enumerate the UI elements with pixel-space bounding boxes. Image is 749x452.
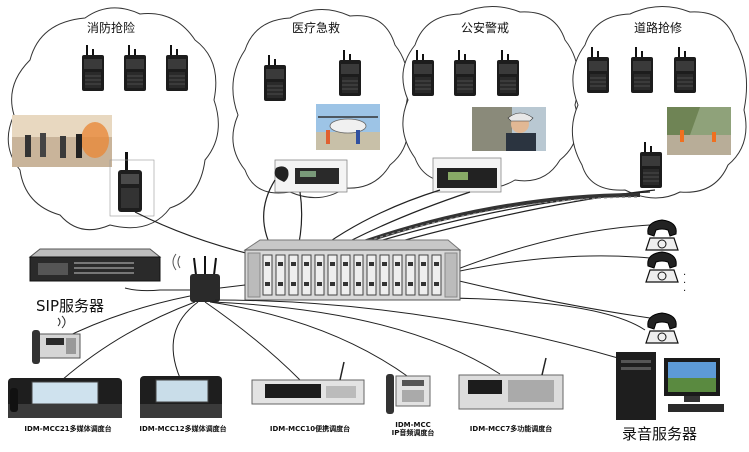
console-mcc21-label: IDM-MCC21多媒体调度台	[24, 425, 112, 433]
console-mcc21-icon	[8, 378, 122, 418]
network-cables	[59, 284, 626, 381]
cloud-medical-rescue	[232, 8, 409, 199]
recording-server-label: 录音服务器	[622, 425, 698, 443]
mobile-radio-police-icon	[432, 157, 502, 193]
console-mcc12-label: IDM-MCC12多媒体调度台	[139, 425, 227, 433]
telephone-icon	[645, 251, 679, 283]
handheld-radio-large-icon	[109, 152, 155, 217]
console-ip-audio-icon	[386, 374, 431, 414]
dispatch-gateway-rack	[243, 239, 462, 301]
cloud-fire-rescue	[7, 7, 219, 231]
console-ip-audio-label-line1: IDM-MCC	[395, 421, 431, 429]
console-mcc10-label: IDM-MCC10便携调度台	[269, 425, 351, 433]
police-officer-photo	[472, 107, 546, 151]
road-repair-photo	[667, 107, 731, 155]
telephone-icon	[645, 219, 679, 251]
phone-ellipsis: · · ·	[683, 270, 687, 297]
firefighters-photo	[12, 115, 112, 167]
cloud-title-police-cordon: 公安警戒	[461, 21, 510, 35]
phone-cables	[444, 224, 651, 331]
ip-desk-phone-icon	[32, 315, 81, 364]
sip-server-icon	[28, 248, 162, 282]
recording-server-icon	[616, 352, 724, 420]
console-ip-audio-label: IDM-MCC IP音频调度台	[378, 421, 448, 437]
cloud-title-fire-rescue: 消防抢险	[87, 21, 136, 35]
cloud-title-medical-rescue: 医疗急救	[292, 21, 341, 35]
cloud-title-road-repair: 道路抢修	[634, 21, 683, 35]
telephone-icon	[645, 312, 679, 344]
console-mcc7-icon	[458, 357, 564, 410]
console-mcc10-icon	[251, 361, 365, 405]
wireless-router-icon	[172, 253, 220, 302]
console-mcc7-label: IDM-MCC7多功能调度台	[469, 425, 553, 433]
mobile-radio-medical-icon	[274, 159, 348, 193]
sip-server-label: SIP服务器	[36, 297, 104, 315]
helicopter-photo	[316, 104, 380, 150]
console-mcc12-icon	[140, 376, 222, 418]
console-ip-audio-label-line2: IP音频调度台	[391, 429, 435, 437]
